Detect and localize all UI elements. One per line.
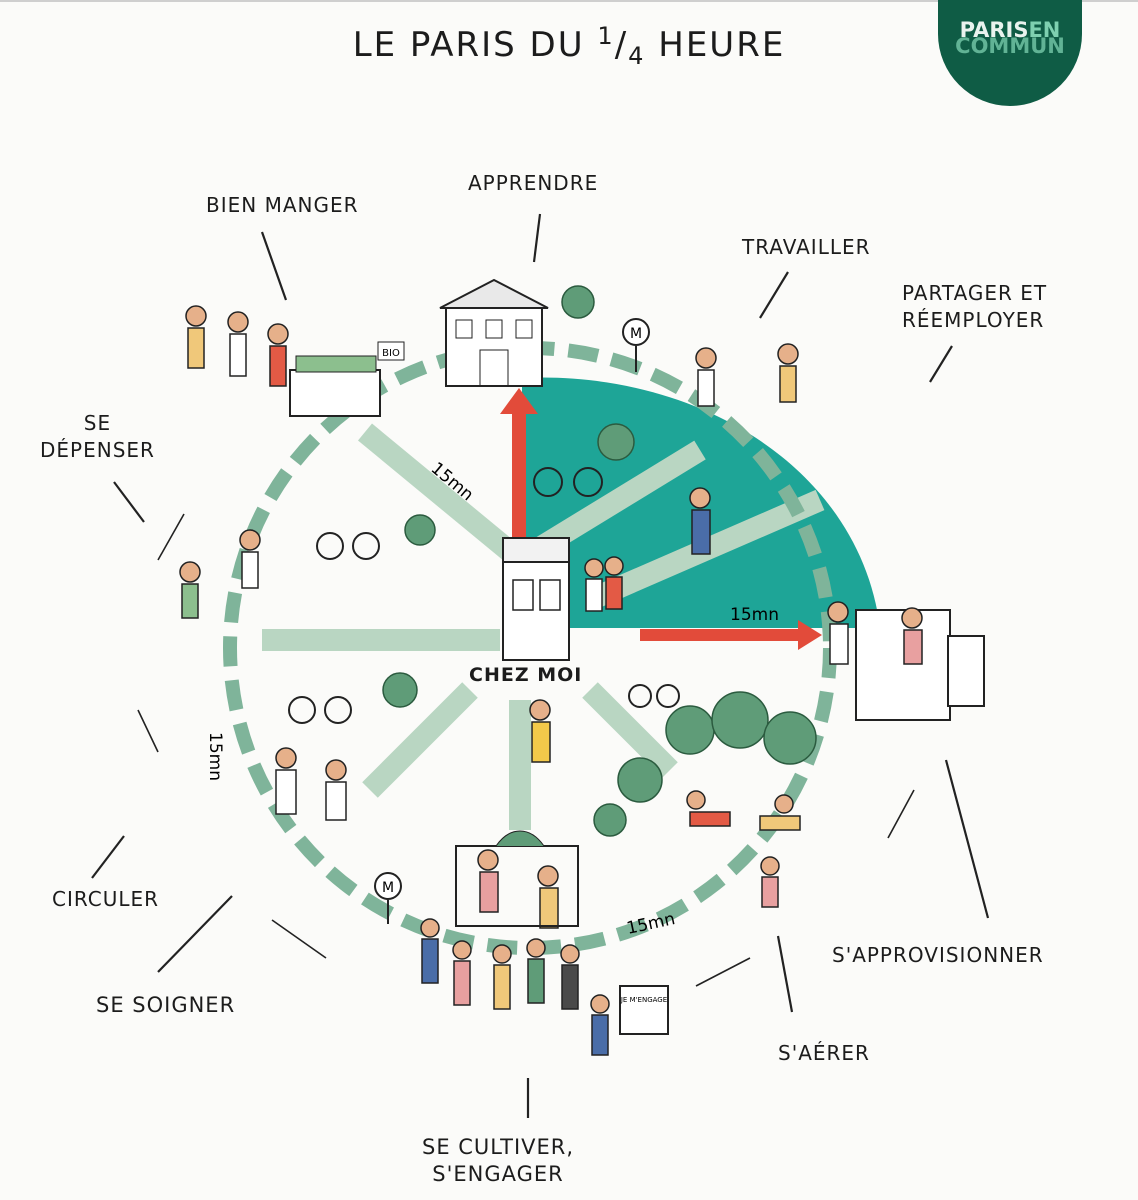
title-suffix: HEURE — [645, 25, 786, 65]
label-circuler: CIRCULER — [52, 887, 160, 911]
svg-text:JE M'ENGAGE: JE M'ENGAGE — [620, 996, 667, 1004]
title-fraction: 1/4 — [597, 22, 646, 70]
svg-text:M: M — [382, 880, 394, 896]
je-mengage-box: JE M'ENGAGE — [619, 985, 669, 1035]
home-building — [502, 537, 570, 661]
label-bien-manger: BIEN MANGER — [206, 193, 359, 217]
label-apprendre: APPRENDRE — [468, 171, 599, 195]
distance-label-right: 15mn — [730, 605, 779, 625]
label-travailler: TRAVAILLER — [742, 235, 871, 259]
theatre-stage — [455, 830, 579, 927]
red-arrows — [500, 388, 822, 650]
people — [179, 305, 923, 1056]
page-title: LE PARIS DU 1/4 HEURE — [0, 22, 1138, 70]
bio-sign: BIO — [382, 348, 400, 359]
label-se-depenser: SE DÉPENSER — [40, 411, 155, 462]
distance-label-left: 15mn — [205, 732, 225, 781]
market-stall: BIO — [289, 341, 405, 417]
metro-sign-top: M — [622, 318, 650, 372]
trees — [382, 285, 817, 837]
double-arrows — [137, 513, 915, 987]
top-border — [0, 0, 1138, 2]
label-sapprovisionner: S'APPROVISIONNER — [832, 943, 1044, 967]
bakery-shop — [855, 609, 985, 721]
label-se-soigner: SE SOIGNER — [96, 993, 236, 1017]
label-leaders — [91, 213, 990, 1118]
svg-text:M: M — [630, 326, 642, 342]
school-building — [439, 278, 549, 387]
label-partager: PARTAGER ET RÉEMPLOYER — [902, 281, 1048, 332]
title-prefix: LE PARIS DU — [352, 25, 598, 65]
bicycles — [288, 467, 680, 724]
metro-sign-bottom: M — [374, 872, 402, 924]
label-saerer: S'AÉRER — [778, 1041, 870, 1065]
distance-label-bottom: 15mn — [625, 909, 677, 939]
label-chez-moi: CHEZ MOI — [469, 664, 583, 686]
label-se-cultiver: SE CULTIVER, S'ENGAGER — [422, 1135, 575, 1186]
